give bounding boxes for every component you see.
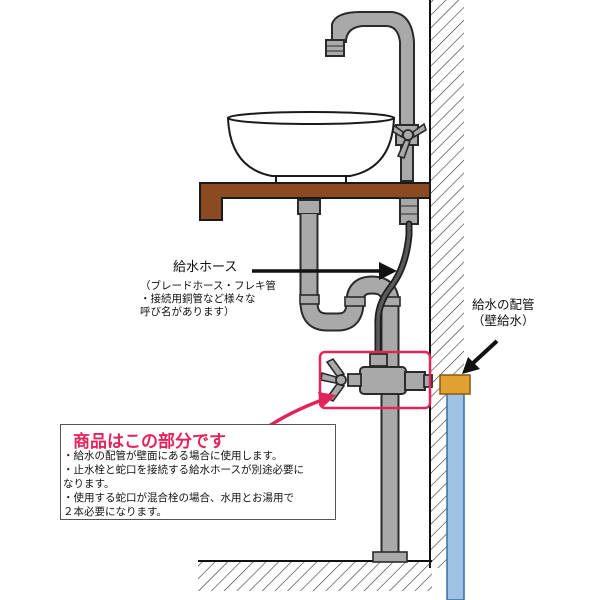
product-callout: 商品はこの部分です ・給水の配管が壁面にある場合に使用します。 ・止水栓と蛇口を…	[60, 424, 336, 520]
hose-note: （ブレードホース・フレキ管 ・接続用銅管など様々な 呼び名があります）	[140, 280, 276, 319]
hose-note-line: 呼び名があります）	[140, 306, 235, 319]
floor	[198, 560, 432, 591]
product-title: 商品はこの部分です	[73, 432, 226, 452]
product-notes: ・給水の配管が壁面にある場合に使用します。 ・止水栓と蛇口を接続する給水ホースが…	[63, 450, 304, 520]
drain-trap	[297, 199, 408, 563]
vessel-basin	[226, 111, 396, 185]
product-note-line: なります。	[63, 477, 115, 490]
supply-pipe-label-line2: （壁給水）	[472, 312, 535, 328]
supply-pipe-label-line1: 給水の配管	[472, 297, 535, 312]
product-arrow	[265, 392, 336, 430]
wall-water-pipe	[439, 374, 471, 600]
hose-arrow	[252, 262, 397, 280]
hose-note-line: （ブレードホース・フレキ管	[140, 280, 276, 292]
product-note-line: ２本必要になります。	[63, 505, 167, 518]
stop-valve	[320, 353, 433, 403]
wooden-countertop	[199, 182, 431, 221]
hose-label: 給水ホース	[173, 260, 238, 275]
product-note-line: ・給水の配管が壁面にある場合に使用します。	[63, 450, 283, 462]
supply-pipe-label: 給水の配管 （壁給水）	[472, 297, 535, 328]
supply-hose	[374, 197, 419, 360]
hose-note-line: ・接続用銅管など様々な	[140, 293, 256, 306]
product-note-line: ・止水栓と蛇口を接続する給水ホースが別途必要に	[63, 463, 304, 476]
product-highlight-box	[318, 350, 432, 410]
wall-pipe-arrow	[462, 339, 499, 374]
product-note-line: ・使用する蛇口が混合栓の場合、水用とお湯用で	[63, 491, 294, 504]
